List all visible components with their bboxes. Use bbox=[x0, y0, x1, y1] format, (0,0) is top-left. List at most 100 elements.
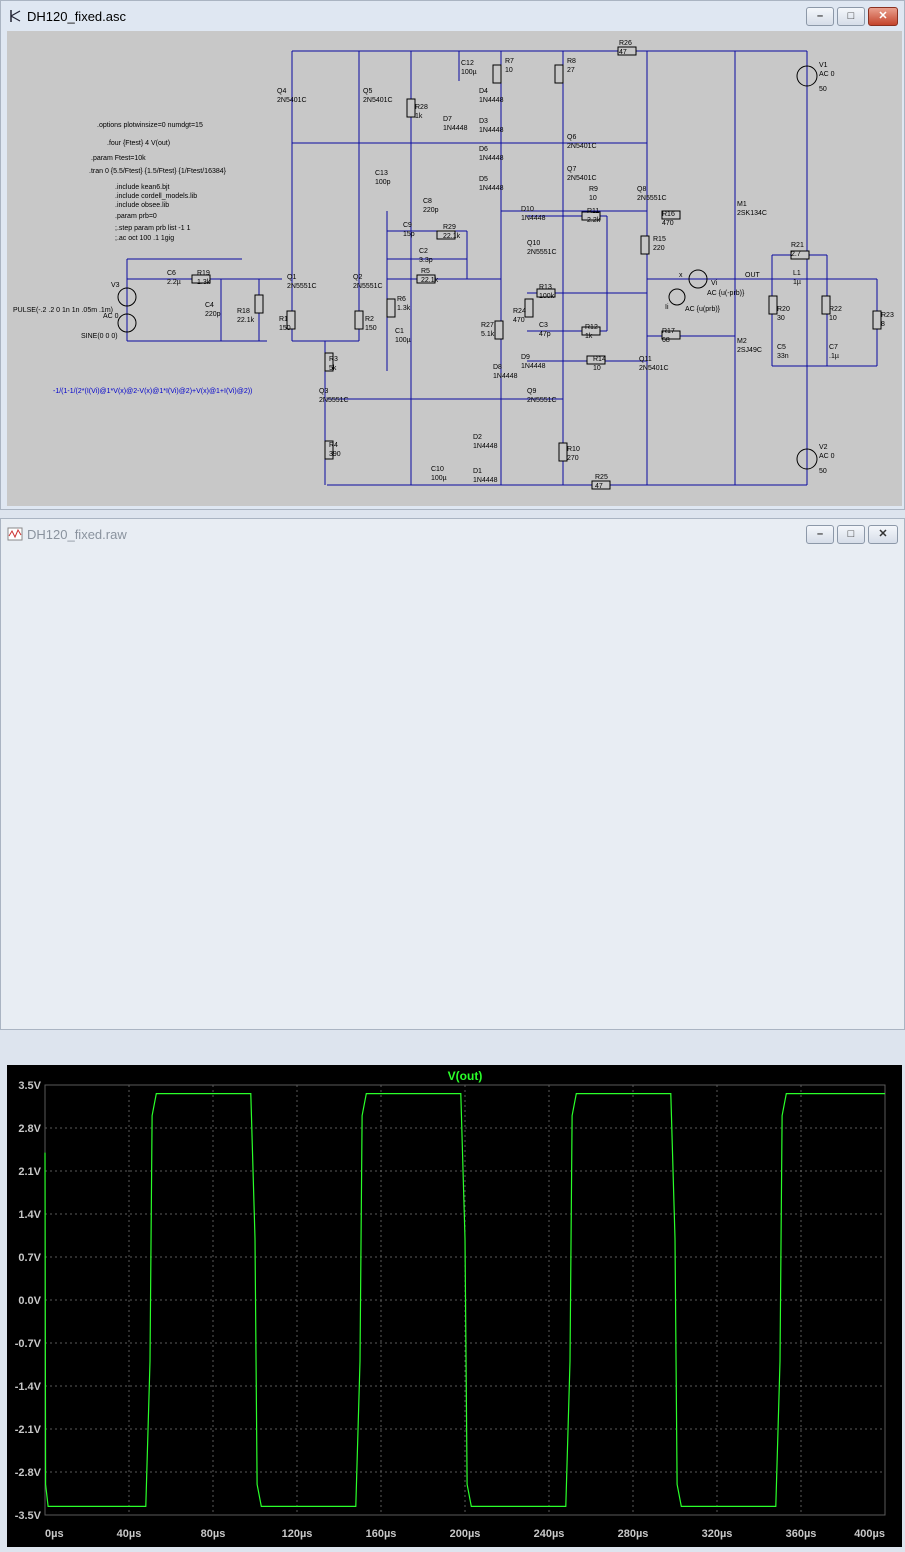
component-value-c6[interactable]: 2.2µ bbox=[167, 279, 181, 286]
component-value-r9[interactable]: 10 bbox=[589, 195, 597, 202]
component-ref-r15[interactable]: R15 bbox=[653, 236, 666, 243]
component-value-v1[interactable]: AC 0 bbox=[819, 71, 835, 78]
component-value-r28[interactable]: 1k bbox=[415, 113, 423, 120]
component-value-r22[interactable]: 10 bbox=[829, 315, 837, 322]
component-value-q6[interactable]: 2N5401C bbox=[567, 143, 597, 150]
schematic-titlebar[interactable]: DH120_fixed.asc – □ ✕ bbox=[1, 1, 904, 31]
component-ref-q4[interactable]: Q4 bbox=[277, 88, 286, 95]
component-ref-r9[interactable]: R9 bbox=[589, 186, 598, 193]
component-value-q1[interactable]: 2N5551C bbox=[287, 283, 317, 290]
component-ref-d3[interactable]: D3 bbox=[479, 118, 488, 125]
component-value-r2[interactable]: 150 bbox=[365, 325, 377, 332]
component-ref-q1[interactable]: Q1 bbox=[287, 274, 296, 281]
component-ref-r8[interactable]: R8 bbox=[567, 58, 576, 65]
component-ref-c8[interactable]: C8 bbox=[423, 198, 432, 205]
component-value-d9[interactable]: 1N4448 bbox=[521, 363, 546, 370]
component-value-d1[interactable]: 1N4448 bbox=[473, 477, 498, 484]
component-ref-r4[interactable]: R4 bbox=[329, 442, 338, 449]
component-ref-c2[interactable]: C2 bbox=[419, 248, 428, 255]
component-ref-c12[interactable]: C12 bbox=[461, 60, 474, 67]
component-value-q2[interactable]: 2N5551C bbox=[353, 283, 383, 290]
component-ref-r3[interactable]: R3 bbox=[329, 356, 338, 363]
component-value-c9[interactable]: 15p bbox=[403, 231, 415, 238]
component-ref-d6[interactable]: D6 bbox=[479, 146, 488, 153]
component-value-c4[interactable]: 220p bbox=[205, 311, 221, 318]
component-value-c1[interactable]: 100µ bbox=[395, 337, 411, 344]
component-ref-r22[interactable]: R22 bbox=[829, 306, 842, 313]
component-ref-q2[interactable]: Q2 bbox=[353, 274, 362, 281]
component-value-r1[interactable]: 150 bbox=[279, 325, 291, 332]
minimize-button[interactable]: – bbox=[806, 7, 834, 26]
component-ref-r24[interactable]: R24 bbox=[513, 308, 526, 315]
component-ref-r26[interactable]: R26 bbox=[619, 40, 632, 47]
component-ref-q10[interactable]: Q10 bbox=[527, 240, 540, 247]
component-ref-r7[interactable]: R7 bbox=[505, 58, 514, 65]
component-value-r12[interactable]: 1k bbox=[585, 333, 593, 340]
component-value-r19[interactable]: 1.3k bbox=[197, 279, 211, 286]
component-value-r11[interactable]: 2.2k bbox=[587, 217, 601, 224]
component-value-l1[interactable]: 1µ bbox=[793, 279, 801, 286]
component-ref-c13[interactable]: C13 bbox=[375, 170, 388, 177]
maximize-button[interactable]: □ bbox=[837, 7, 865, 26]
component-value-d3[interactable]: 1N4448 bbox=[479, 127, 504, 134]
component-ref-r19[interactable]: R19 bbox=[197, 270, 210, 277]
component-value-q4[interactable]: 2N5401C bbox=[277, 97, 307, 104]
component-ref-q8[interactable]: Q8 bbox=[637, 186, 646, 193]
component-value-r17[interactable]: 68 bbox=[662, 337, 670, 344]
component-value-c3[interactable]: 47p bbox=[539, 331, 551, 338]
component-ref-c6[interactable]: C6 bbox=[167, 270, 176, 277]
component-value-r25[interactable]: 47 bbox=[595, 483, 603, 490]
component-value-r21[interactable]: 2.7 bbox=[791, 251, 801, 258]
component-ref-r17[interactable]: R17 bbox=[662, 328, 675, 335]
component-value-r29[interactable]: 22.1k bbox=[443, 233, 461, 240]
component-ref-d7[interactable]: D7 bbox=[443, 116, 452, 123]
component-ref-c1[interactable]: C1 bbox=[395, 328, 404, 335]
component-ref-c5[interactable]: C5 bbox=[777, 344, 786, 351]
component-value-d4[interactable]: 1N4448 bbox=[479, 97, 504, 104]
component-ref-r13[interactable]: R13 bbox=[539, 284, 552, 291]
component-value-q7[interactable]: 2N5401C bbox=[567, 175, 597, 182]
component-ref-r21[interactable]: R21 bbox=[791, 242, 804, 249]
component-ref-d2[interactable]: D2 bbox=[473, 434, 482, 441]
component-value-r13[interactable]: 100k bbox=[539, 293, 555, 300]
component-ref-c3[interactable]: C3 bbox=[539, 322, 548, 329]
component-value-v2_val[interactable]: 50 bbox=[819, 468, 827, 475]
component-value-q3[interactable]: 2N5551C bbox=[319, 397, 349, 404]
component-value-d8[interactable]: 1N4448 bbox=[493, 373, 518, 380]
component-value-c5[interactable]: 33n bbox=[777, 353, 789, 360]
component-value-c2[interactable]: 3.3p bbox=[419, 257, 433, 264]
waveform-chart[interactable]: V(out) 3.5V2.8V2.1V1.4V0.7V0.0V-0.7V-1.4… bbox=[7, 1065, 902, 1547]
component-value-c12[interactable]: 100µ bbox=[461, 69, 477, 76]
component-ref-c7[interactable]: C7 bbox=[829, 344, 838, 351]
component-value-r6[interactable]: 1.3k bbox=[397, 305, 411, 312]
component-ref-q7[interactable]: Q7 bbox=[567, 166, 576, 173]
component-value-c13[interactable]: 100p bbox=[375, 179, 391, 186]
component-ref-r14[interactable]: R14 bbox=[593, 356, 606, 363]
component-ref-r18[interactable]: R18 bbox=[237, 308, 250, 315]
component-value-v1_val[interactable]: 50 bbox=[819, 86, 827, 93]
close-button[interactable]: ✕ bbox=[868, 7, 898, 26]
component-ref-r27[interactable]: R27 bbox=[481, 322, 494, 329]
component-value-r24[interactable]: 470 bbox=[513, 317, 525, 324]
component-ref-q3[interactable]: Q3 bbox=[319, 388, 328, 395]
component-ref-r23[interactable]: R23 bbox=[881, 312, 894, 319]
waveform-close-button[interactable]: ✕ bbox=[868, 525, 898, 544]
component-value-v2[interactable]: AC 0 bbox=[819, 453, 835, 460]
component-value-d6[interactable]: 1N4448 bbox=[479, 155, 504, 162]
component-value-m1[interactable]: 2SK134C bbox=[737, 210, 767, 217]
component-ref-r12[interactable]: R12 bbox=[585, 324, 598, 331]
waveform-maximize-button[interactable]: □ bbox=[837, 525, 865, 544]
component-value-r5[interactable]: 22.1k bbox=[421, 277, 439, 284]
component-ref-d9[interactable]: D9 bbox=[521, 354, 530, 361]
component-value-q8[interactable]: 2N5551C bbox=[637, 195, 667, 202]
component-value-r3[interactable]: 5k bbox=[329, 365, 337, 372]
component-ref-d10[interactable]: D10 bbox=[521, 206, 534, 213]
component-ref-r2[interactable]: R2 bbox=[365, 316, 374, 323]
component-value-d7[interactable]: 1N4448 bbox=[443, 125, 468, 132]
component-ref-r28[interactable]: R28 bbox=[415, 104, 428, 111]
component-value-c7[interactable]: .1µ bbox=[829, 353, 839, 360]
component-value-d2[interactable]: 1N4448 bbox=[473, 443, 498, 450]
component-ref-d4[interactable]: D4 bbox=[479, 88, 488, 95]
component-ref-q6[interactable]: Q6 bbox=[567, 134, 576, 141]
